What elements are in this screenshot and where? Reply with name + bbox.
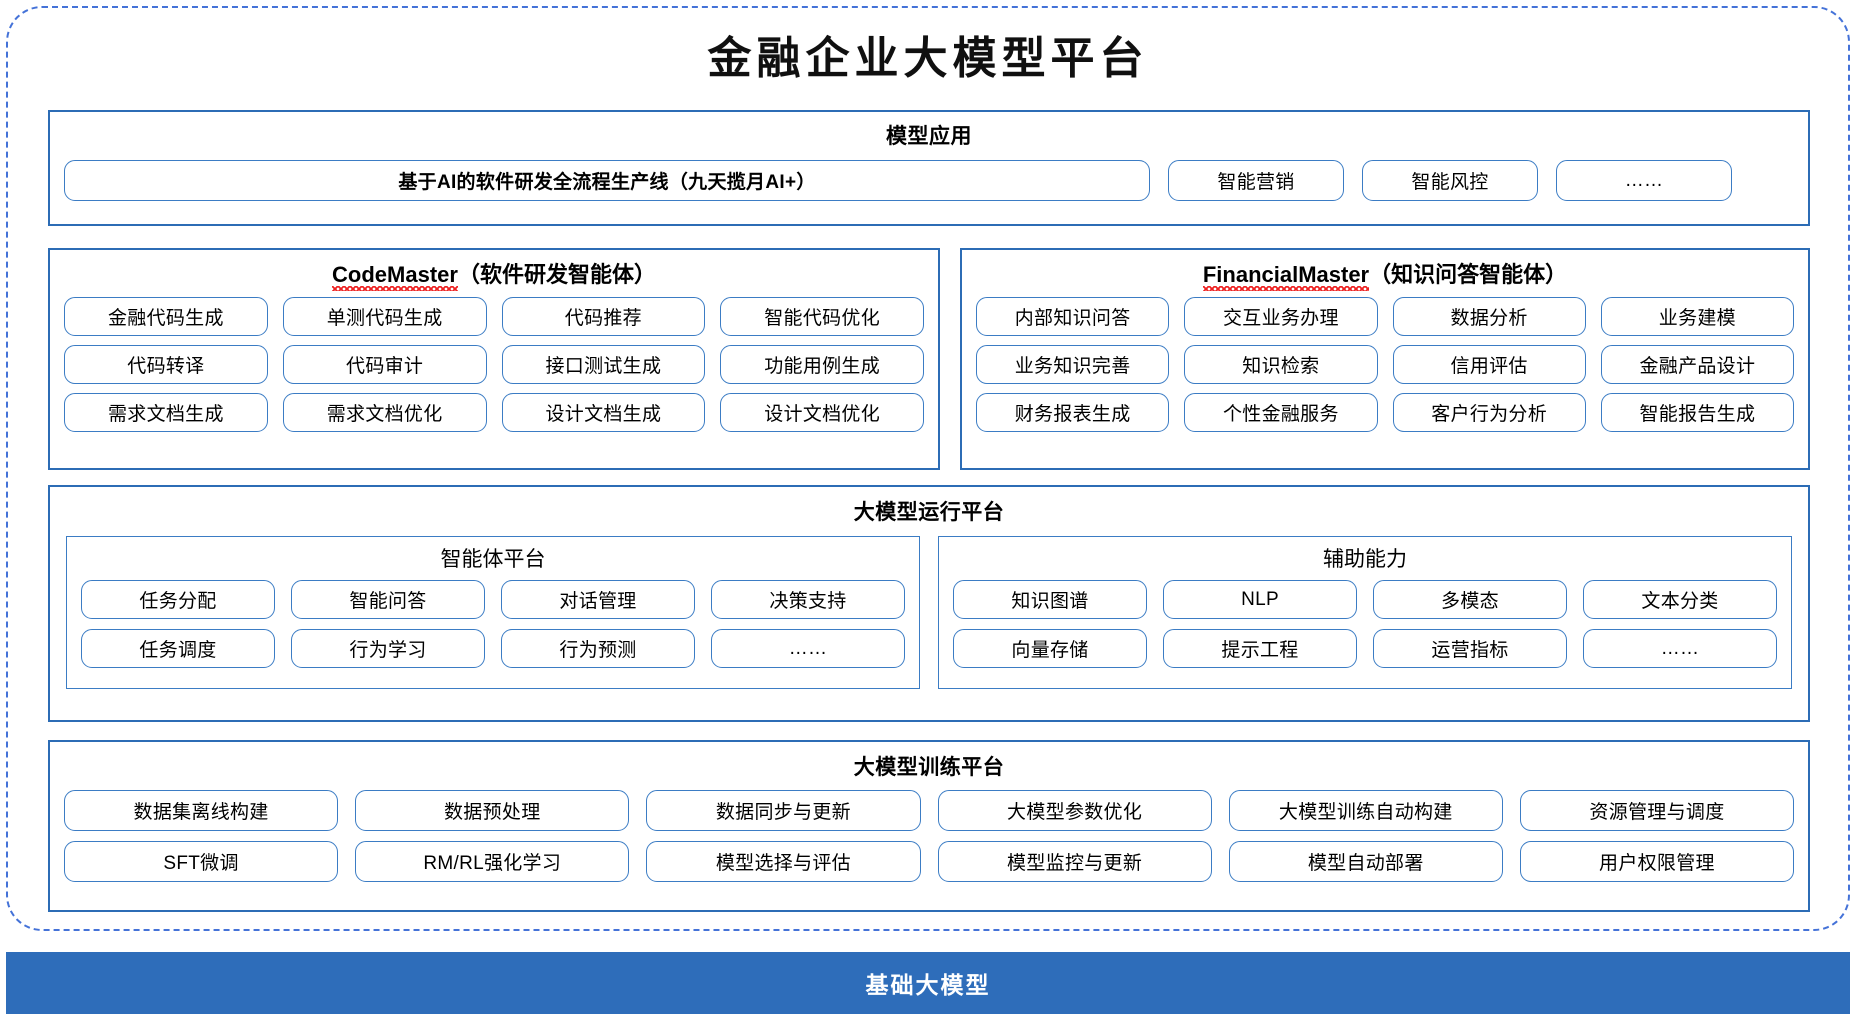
grid-row: 内部知识问答 交互业务办理 数据分析 业务建模	[976, 297, 1794, 336]
section-code-master: CodeMaster （软件研发智能体） 金融代码生成 单测代码生成 代码推荐 …	[48, 248, 940, 470]
section-run-platform: 大模型运行平台 智能体平台 任务分配 智能问答 对话管理 决策支持 任务调度 行…	[48, 485, 1810, 722]
financial-master-item[interactable]: 信用评估	[1392, 345, 1586, 384]
financial-master-item[interactable]: 业务建模	[1600, 297, 1794, 336]
agent-platform-item[interactable]: 决策支持	[711, 580, 905, 619]
support-ability-item[interactable]: NLP	[1163, 580, 1357, 619]
code-master-item[interactable]: 金融代码生成	[64, 297, 268, 336]
section-train-platform: 大模型训练平台 数据集离线构建 数据预处理 数据同步与更新 大模型参数优化 大模…	[48, 740, 1810, 912]
model-application-items: 基于AI的软件研发全流程生产线（九天揽月AI+） 智能营销 智能风控 ……	[50, 160, 1808, 201]
train-platform-item[interactable]: 模型自动部署	[1228, 841, 1503, 882]
agent-platform-item[interactable]: 行为学习	[291, 629, 485, 668]
train-platform-item[interactable]: 资源管理与调度	[1519, 790, 1795, 831]
financial-master-item[interactable]: 财务报表生成	[976, 393, 1170, 432]
section-financial-master: FinancialMaster （知识问答智能体） 内部知识问答 交互业务办理 …	[960, 248, 1810, 470]
agent-platform-item[interactable]: 行为预测	[501, 629, 695, 668]
page-title: 金融企业大模型平台	[707, 33, 1149, 84]
code-master-item[interactable]: 智能代码优化	[720, 297, 924, 336]
code-master-name-wrap: CodeMaster	[332, 262, 458, 291]
grid-row: 金融代码生成 单测代码生成 代码推荐 智能代码优化	[64, 297, 924, 336]
support-ability-item[interactable]: 知识图谱	[953, 580, 1147, 619]
train-platform-item[interactable]: 模型选择与评估	[646, 841, 921, 882]
financial-master-name-wrap: FinancialMaster	[1202, 262, 1370, 291]
train-platform-item[interactable]: 用户权限管理	[1519, 841, 1795, 882]
support-ability-item[interactable]: 文本分类	[1583, 580, 1777, 619]
section-title-run-platform: 大模型运行平台	[853, 501, 1005, 524]
train-platform-item[interactable]: 大模型参数优化	[937, 790, 1212, 831]
grid-row: 需求文档生成 需求文档优化 设计文档生成 设计文档优化	[64, 393, 924, 432]
base-model-bar: 基础大模型	[6, 952, 1850, 1014]
subpanel-title-support-ability: 辅助能力	[1323, 548, 1407, 571]
financial-master-item[interactable]: 数据分析	[1392, 297, 1586, 336]
train-platform-item[interactable]: 模型监控与更新	[937, 841, 1212, 882]
app-item-more[interactable]: ……	[1556, 160, 1732, 201]
train-platform-item[interactable]: 数据预处理	[355, 790, 630, 831]
financial-master-item[interactable]: 金融产品设计	[1600, 345, 1794, 384]
financial-master-item[interactable]: 业务知识完善	[976, 345, 1170, 384]
code-master-item[interactable]: 需求文档生成	[64, 393, 268, 432]
section-title-model-application: 模型应用	[886, 125, 972, 148]
base-model-label: 基础大模型	[865, 972, 991, 998]
train-platform-item[interactable]: 大模型训练自动构建	[1228, 790, 1503, 831]
code-master-item[interactable]: 单测代码生成	[282, 297, 487, 336]
grid-row: 财务报表生成 个性金融服务 客户行为分析 智能报告生成	[976, 393, 1794, 432]
app-item-marketing[interactable]: 智能营销	[1168, 160, 1344, 201]
support-ability-item[interactable]: 提示工程	[1163, 629, 1357, 668]
grid-row: 代码转译 代码审计 接口测试生成 功能用例生成	[64, 345, 924, 384]
code-master-item[interactable]: 设计文档生成	[501, 393, 706, 432]
train-platform-item[interactable]: 数据同步与更新	[646, 790, 921, 831]
subpanel-support-ability: 辅助能力 知识图谱 NLP 多模态 文本分类 向量存储 提示工程 运营指标 ……	[938, 536, 1792, 689]
agent-platform-item[interactable]: 智能问答	[291, 580, 485, 619]
code-master-item[interactable]: 需求文档优化	[282, 393, 487, 432]
grid-row: SFT微调 RM/RL强化学习 模型选择与评估 模型监控与更新 模型自动部署 用…	[64, 841, 1795, 882]
agent-platform-item-more[interactable]: ……	[711, 629, 905, 668]
code-master-item[interactable]: 代码推荐	[501, 297, 706, 336]
run-platform-subpanels: 智能体平台 任务分配 智能问答 对话管理 决策支持 任务调度 行为学习 行为预测…	[50, 526, 1808, 689]
code-master-item[interactable]: 接口测试生成	[501, 345, 706, 384]
spellcheck-squiggle-icon	[1202, 286, 1370, 291]
subpanel-agent-platform: 智能体平台 任务分配 智能问答 对话管理 决策支持 任务调度 行为学习 行为预测…	[66, 536, 920, 689]
outer-dashed-frame	[6, 6, 1850, 931]
grid-row: 任务分配 智能问答 对话管理 决策支持	[81, 580, 905, 619]
grid-row: 任务调度 行为学习 行为预测 ……	[81, 629, 905, 668]
financial-master-grid: 内部知识问答 交互业务办理 数据分析 业务建模 业务知识完善 知识检索 信用评估…	[962, 289, 1808, 432]
financial-master-suffix: （知识问答智能体）	[1369, 262, 1568, 287]
train-platform-item[interactable]: SFT微调	[64, 841, 339, 882]
spellcheck-squiggle-icon	[332, 286, 458, 291]
financial-master-title: FinancialMaster （知识问答智能体）	[962, 257, 1808, 291]
support-ability-item[interactable]: 多模态	[1373, 580, 1567, 619]
agent-platform-item[interactable]: 任务调度	[81, 629, 275, 668]
train-platform-item[interactable]: 数据集离线构建	[64, 790, 339, 831]
grid-row: 业务知识完善 知识检索 信用评估 金融产品设计	[976, 345, 1794, 384]
agent-platform-item[interactable]: 任务分配	[81, 580, 275, 619]
financial-master-item[interactable]: 内部知识问答	[976, 297, 1170, 336]
code-master-suffix: （软件研发智能体）	[457, 262, 656, 287]
code-master-item[interactable]: 功能用例生成	[720, 345, 924, 384]
code-master-item[interactable]: 代码转译	[64, 345, 268, 384]
financial-master-item[interactable]: 知识检索	[1184, 345, 1378, 384]
code-master-item[interactable]: 设计文档优化	[720, 393, 924, 432]
support-ability-item-more[interactable]: ……	[1583, 629, 1777, 668]
code-master-grid: 金融代码生成 单测代码生成 代码推荐 智能代码优化 代码转译 代码审计 接口测试…	[50, 289, 938, 432]
grid-row: 向量存储 提示工程 运营指标 ……	[953, 629, 1777, 668]
grid-row: 知识图谱 NLP 多模态 文本分类	[953, 580, 1777, 619]
grid-row: 数据集离线构建 数据预处理 数据同步与更新 大模型参数优化 大模型训练自动构建 …	[64, 790, 1795, 831]
app-item-main[interactable]: 基于AI的软件研发全流程生产线（九天揽月AI+）	[64, 160, 1150, 201]
code-master-item[interactable]: 代码审计	[282, 345, 487, 384]
app-item-risk-control[interactable]: 智能风控	[1362, 160, 1538, 201]
agent-platform-item[interactable]: 对话管理	[501, 580, 695, 619]
support-ability-item[interactable]: 向量存储	[953, 629, 1147, 668]
train-platform-item[interactable]: RM/RL强化学习	[355, 841, 630, 882]
subpanel-title-agent-platform: 智能体平台	[440, 548, 546, 571]
financial-master-item[interactable]: 交互业务办理	[1184, 297, 1378, 336]
section-title-train-platform: 大模型训练平台	[853, 756, 1005, 779]
train-platform-grid: 数据集离线构建 数据预处理 数据同步与更新 大模型参数优化 大模型训练自动构建 …	[50, 781, 1808, 882]
code-master-name: CodeMaster	[332, 262, 458, 287]
financial-master-item[interactable]: 个性金融服务	[1184, 393, 1378, 432]
support-ability-item[interactable]: 运营指标	[1373, 629, 1567, 668]
financial-master-item[interactable]: 客户行为分析	[1392, 393, 1586, 432]
section-model-application: 模型应用 基于AI的软件研发全流程生产线（九天揽月AI+） 智能营销 智能风控 …	[48, 110, 1810, 226]
financial-master-name: FinancialMaster	[1202, 262, 1370, 287]
code-master-title: CodeMaster （软件研发智能体）	[50, 257, 938, 291]
financial-master-item[interactable]: 智能报告生成	[1600, 393, 1794, 432]
